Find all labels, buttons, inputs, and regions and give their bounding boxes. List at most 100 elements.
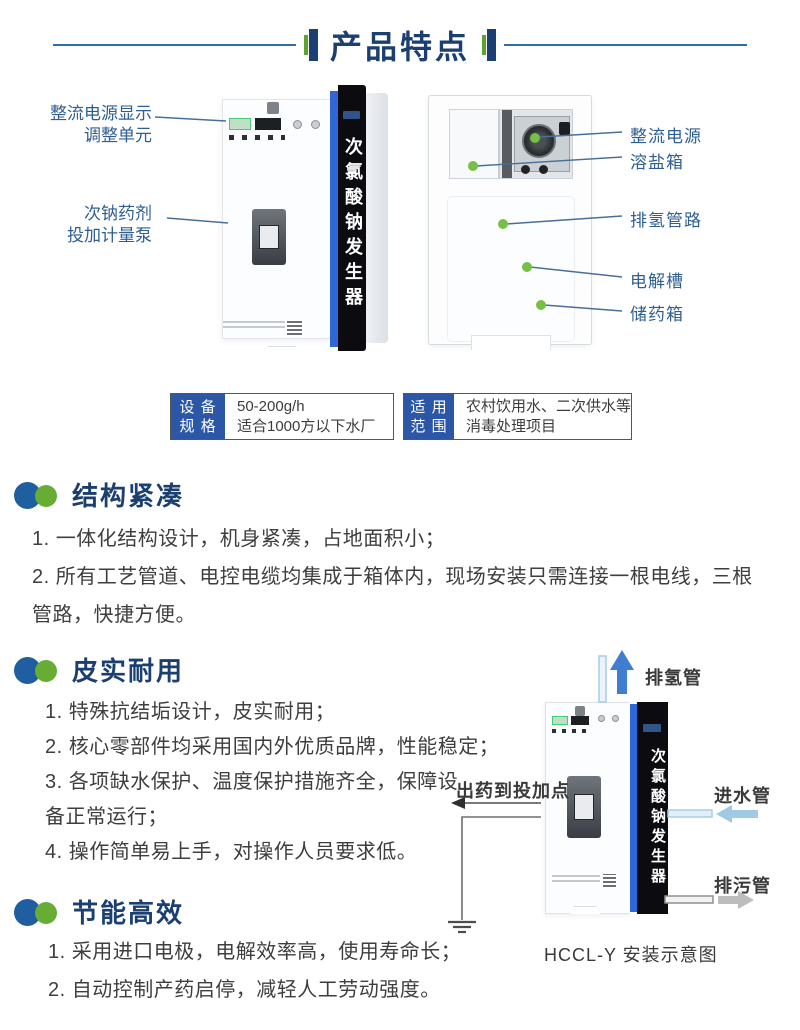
nameplate-text-lines <box>552 872 600 882</box>
panel-hinge <box>267 102 279 114</box>
machine-band-text: 次氯酸钠发生器 <box>649 748 666 888</box>
panel-buttons <box>229 135 285 140</box>
spec-value-line2: 适合1000方以下水厂 <box>237 418 376 435</box>
bottom-notch <box>570 906 600 914</box>
spec-value-line2: 消毒处理项目 <box>465 418 556 435</box>
machine-photo-internal <box>428 92 595 360</box>
spec-box-application: 适 用 范 围 农村饮用水、二次供水等 消毒处理项目 <box>403 393 632 440</box>
header-line-left <box>52 44 296 46</box>
list-item: 1. 一体化结构设计，机身紧凑，占地面积小； <box>32 528 446 550</box>
feature-list-durable: 1. 特殊抗结垢设计，皮实耐用； 2. 核心零部件均采用国内外优质品牌，性能稳定… <box>45 695 545 870</box>
header-line-right <box>504 44 747 46</box>
spec-box-capacity: 设 备 规 格 50-200g/h 适合1000方以下水厂 <box>170 393 394 440</box>
list-item: 3. 各项缺水保护、温度保护措施齐全，保障设 备正常运行； <box>45 771 459 828</box>
cable-gland <box>521 165 530 174</box>
dosing-pump <box>567 776 601 838</box>
green-display <box>229 118 251 130</box>
ground-wire <box>461 816 541 920</box>
list-item: 1. 采用进口电极，电解效率高，使用寿命长； <box>48 941 462 963</box>
label-drain-pipe: 排污管 <box>714 876 771 896</box>
section-title: 皮实耐用 <box>72 656 185 686</box>
machine-front-panel <box>222 99 330 354</box>
nameplate-text-lines <box>223 318 285 328</box>
installation-diagram: 次氯酸钠发生器 排氢管 出药到投加点 进水管 排污管 <box>440 648 800 988</box>
diagram-caption: HCCL-Y 安装示意图 <box>544 945 718 965</box>
inner-column <box>502 110 512 178</box>
section-title: 节能高效 <box>72 898 185 928</box>
base-notch <box>471 335 551 350</box>
brand-logo <box>343 111 360 119</box>
rectifier-fan <box>522 124 556 158</box>
pump-screen <box>259 225 279 249</box>
cable-gland <box>539 165 548 174</box>
rectifier-switch <box>559 122 570 135</box>
green-display <box>552 716 568 725</box>
spec-value: 农村饮用水、二次供水等 消毒处理项目 <box>454 394 631 439</box>
label-hydrogen-pipe: 排氢管 <box>645 668 702 688</box>
dark-display <box>255 118 281 130</box>
callout-rectifier-power: 整流电源 <box>630 127 702 146</box>
hydrogen-pipe <box>598 655 607 703</box>
machine-name-band: 次氯酸钠发生器 <box>338 85 366 351</box>
list-item: 2. 核心零部件均采用国内外优质品牌，性能稳定； <box>45 736 500 758</box>
spec-value: 50-200g/h 适合1000方以下水厂 <box>225 394 375 439</box>
bullet-circles-icon <box>14 896 60 928</box>
product-figure: 次氯酸钠发生器 <box>0 85 800 385</box>
panel-buttons <box>552 729 590 733</box>
list-item: 2. 所有工艺管道、电控电缆均集成于箱体内，现场安装只需连接一根电线，三根 管路… <box>32 566 753 626</box>
band-blue-stripe <box>330 91 338 347</box>
dosing-pump <box>252 209 286 265</box>
panel-knob <box>598 715 605 722</box>
title-bar-right-icon <box>482 29 496 61</box>
panel-hinge <box>575 706 585 716</box>
machine-name-band: 次氯酸钠发生器 <box>637 702 668 914</box>
drain-pipe <box>664 895 714 904</box>
panel-knob <box>311 120 320 129</box>
bullet-circles-icon <box>14 479 60 511</box>
spec-label: 适 用 范 围 <box>404 394 454 439</box>
cabinet-body <box>428 95 592 350</box>
section-header-durable: 皮实耐用 <box>14 651 184 688</box>
spec-value-line1: 50-200g/h <box>237 398 305 415</box>
callout-rectifier-display-unit: 整流电源显示 调整单元 <box>50 104 152 145</box>
qr-code <box>287 320 302 335</box>
spec-value-line1: 农村饮用水、二次供水等 <box>465 398 631 415</box>
list-item: 1. 特殊抗结垢设计，皮实耐用； <box>45 701 336 723</box>
bottom-notch <box>265 346 299 354</box>
page-title: 产品特点 <box>329 29 470 65</box>
pump-screen <box>574 794 594 820</box>
callout-storage-tank: 储药箱 <box>630 305 684 324</box>
section-header-compact: 结构紧凑 <box>14 476 184 513</box>
list-item: 2. 自动控制产药启停，减轻人工劳动强度。 <box>48 979 441 1001</box>
machine-side-face <box>366 93 388 343</box>
machine-photo-front: 次氯酸钠发生器 <box>198 85 393 363</box>
panel-knob <box>612 715 619 722</box>
callout-electrolysis-cell: 电解槽 <box>630 272 684 291</box>
qr-code <box>603 874 616 887</box>
inlet-pipe <box>667 809 713 818</box>
section-title: 结构紧凑 <box>72 481 185 511</box>
callout-dosing-pump: 次钠药剂 投加计量泵 <box>67 204 152 245</box>
earth-ground-icon <box>448 920 476 934</box>
cabinet-opening <box>449 109 573 179</box>
bullet-circles-icon <box>14 654 60 686</box>
section-header-efficient: 节能高效 <box>14 893 184 930</box>
callout-hydrogen-piping: 排氢管路 <box>630 211 702 230</box>
spec-label: 设 备 规 格 <box>171 394 225 439</box>
hydrogen-arrow-icon <box>610 650 634 694</box>
brand-logo <box>643 724 661 732</box>
page-header: 产品特点 <box>0 20 800 70</box>
label-inlet-pipe: 进水管 <box>714 786 771 806</box>
list-item: 4. 操作简单易上手，对操作人员要求低。 <box>45 841 418 863</box>
lower-panel <box>447 196 575 342</box>
callout-salt-tank: 溶盐箱 <box>630 153 684 172</box>
band-blue-stripe <box>630 704 637 912</box>
salt-tank <box>450 110 500 178</box>
rectifier-unit <box>514 116 570 174</box>
title-bar-left-icon <box>303 29 318 61</box>
panel-knob <box>293 120 302 129</box>
feature-list-efficient: 1. 采用进口电极，电解效率高，使用寿命长； 2. 自动控制产药启停，减轻人工劳… <box>48 933 548 1009</box>
machine-band-text: 次氯酸钠发生器 <box>343 137 363 312</box>
dark-display <box>571 716 589 725</box>
